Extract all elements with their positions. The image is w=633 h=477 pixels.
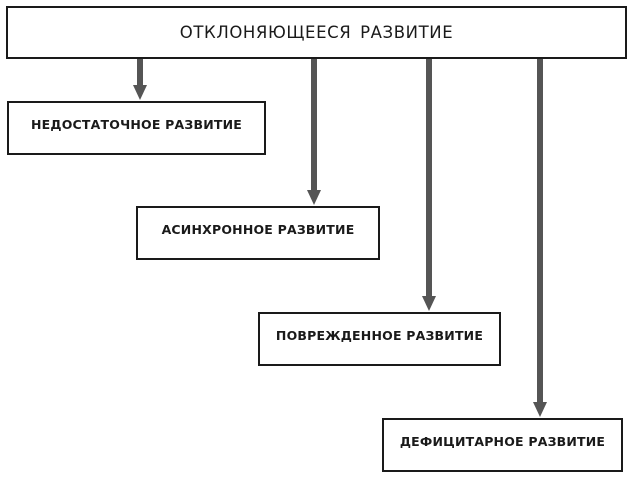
node-asynchronous-development: АСИНХРОННОЕ РАЗВИТИЕ: [136, 206, 380, 260]
node-deficit-development: ДЕФИЦИТАРНОЕ РАЗВИТИЕ: [382, 418, 623, 472]
node-label: ДЕФИЦИТАРНОЕ РАЗВИТИЕ: [399, 433, 606, 449]
node-label: ПОВРЕЖДЕННОЕ РАЗВИТИЕ: [275, 327, 484, 343]
root-node-label: ОТКЛОНЯЮЩЕЕСЯ РАЗВИТИЕ: [179, 23, 454, 42]
node-insufficient-development: НЕДОСТАТОЧНОЕ РАЗВИТИЕ: [7, 101, 266, 155]
root-node-deviant-development: ОТКЛОНЯЮЩЕЕСЯ РАЗВИТИЕ: [6, 6, 627, 59]
arrow-to-deficit: [533, 59, 547, 417]
node-label: АСИНХРОННОЕ РАЗВИТИЕ: [161, 221, 355, 237]
node-label: НЕДОСТАТОЧНОЕ РАЗВИТИЕ: [31, 116, 242, 132]
arrow-to-asynchronous: [307, 59, 321, 205]
arrow-to-damaged: [422, 59, 436, 311]
arrow-to-insufficient: [133, 59, 147, 100]
node-damaged-development: ПОВРЕЖДЕННОЕ РАЗВИТИЕ: [258, 312, 501, 366]
